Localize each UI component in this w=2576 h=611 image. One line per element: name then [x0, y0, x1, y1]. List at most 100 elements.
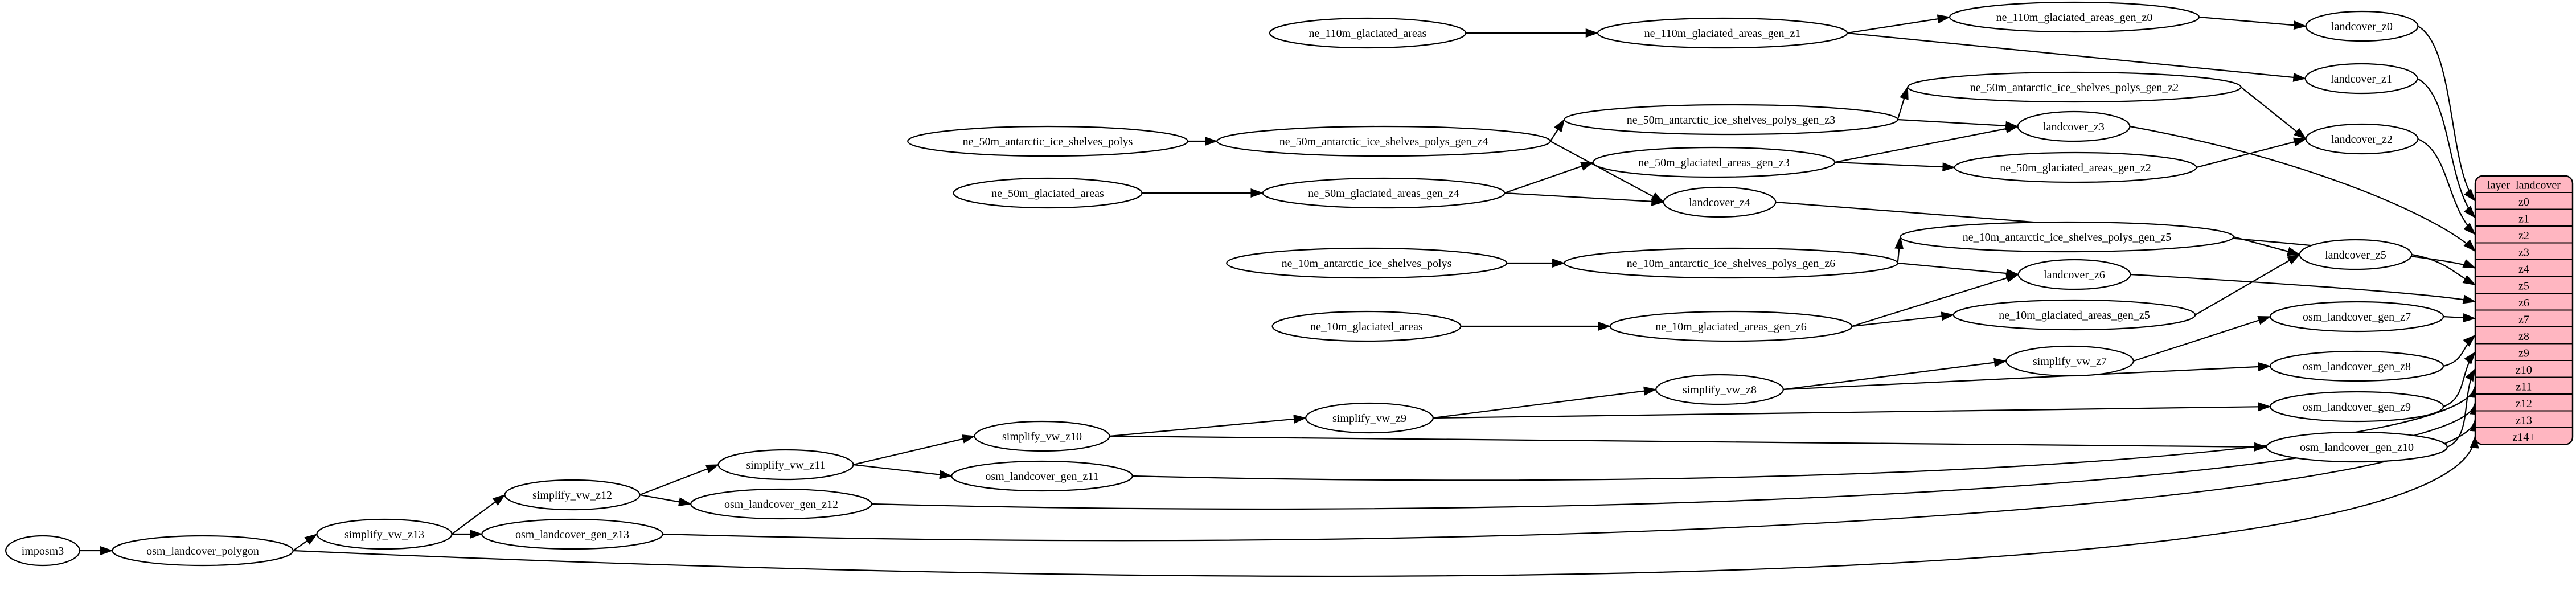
edge-simplify_vw_z8-to-osm_landcover_gen_z8 [1783, 362, 2271, 391]
node-shape-simplify_vw_z12 [504, 479, 641, 511]
node-osm_landcover_gen_z13: osm_landcover_gen_z13 [481, 518, 663, 550]
edge-ne_10m_glaciated_areas_gen_z5-to-landcover_z5 [2194, 254, 2300, 315]
layer-landcover-table: layer_landcoverz0z1z2z3z4z5z6z7z8z9z10z1… [2474, 175, 2574, 445]
edge-simplify_vw_z11-to-osm_landcover_gen_z11 [853, 464, 953, 479]
node-ne_50m_antarctic_ice_shelves_polys: ne_50m_antarctic_ice_shelves_polys [907, 125, 1188, 157]
edge-simplify_vw_z10-to-simplify_vw_z9 [1109, 414, 1307, 437]
edge-ne_50m_glaciated_areas_gen_z3-to-ne_50m_glaciated_areas_gen_z2 [1835, 161, 1956, 172]
edge-simplify_vw_z10-to-osm_landcover_gen_z10 [1109, 435, 2267, 452]
node-label-simplify_vw_z11: simplify_vw_z11 [746, 459, 825, 471]
edge-landcover_z3-to-layer-row-z3 [2130, 125, 2476, 252]
node-label-osm_landcover_gen_z13: osm_landcover_gen_z13 [515, 528, 629, 541]
node-shape-ne_50m_glaciated_areas_gen_z3 [1592, 146, 1836, 178]
node-shape-ne_110m_glaciated_areas [1269, 17, 1467, 49]
node-shape-ne_10m_glaciated_areas_gen_z6 [1609, 310, 1853, 342]
node-simplify_vw_z8: simplify_vw_z8 [1655, 374, 1784, 405]
node-shape-landcover_z3 [2017, 110, 2131, 142]
node-label-osm_landcover_gen_z9: osm_landcover_gen_z9 [2303, 401, 2411, 413]
node-simplify_vw_z10: simplify_vw_z10 [974, 420, 1110, 452]
node-simplify_vw_z13: simplify_vw_z13 [316, 518, 453, 550]
node-label-landcover_z2: landcover_z2 [2331, 133, 2393, 146]
node-shape-ne_10m_glaciated_areas [1271, 310, 1462, 342]
edge-ne_50m_glaciated_areas_gen_z3-to-landcover_z3 [1835, 124, 2019, 163]
node-shape-osm_landcover_gen_z12 [690, 488, 872, 520]
edge-ne_50m_glaciated_areas_gen_z4-to-ne_50m_glaciated_areas_gen_z3 [1504, 161, 1594, 194]
node-simplify_vw_z12: simplify_vw_z12 [504, 479, 641, 511]
node-label-ne_10m_glaciated_areas: ne_10m_glaciated_areas [1310, 321, 1423, 333]
node-label-ne_10m_glaciated_areas_gen_z6: ne_10m_glaciated_areas_gen_z6 [1655, 321, 1806, 333]
node-label-ne_10m_antarctic_ice_shelves_polys_gen_z6: ne_10m_antarctic_ice_shelves_polys_gen_z… [1627, 257, 1836, 270]
node-label-landcover_z0: landcover_z0 [2331, 20, 2393, 33]
node-label-simplify_vw_z12: simplify_vw_z12 [532, 489, 612, 502]
node-label-simplify_vw_z13: simplify_vw_z13 [344, 528, 424, 541]
node-shape-simplify_vw_z13 [316, 518, 453, 550]
node-shape-ne_50m_glaciated_areas_gen_z4 [1262, 177, 1506, 209]
edge-osm_landcover_gen_z10-to-layer-row-z10 [2447, 368, 2476, 448]
node-ne_110m_glaciated_areas_gen_z1: ne_110m_glaciated_areas_gen_z1 [1597, 17, 1848, 49]
node-shape-osm_landcover_gen_z9 [2269, 391, 2444, 423]
node-label-landcover_z1: landcover_z1 [2331, 73, 2392, 85]
node-label-simplify_vw_z8: simplify_vw_z8 [1683, 384, 1757, 396]
node-shape-landcover_z0 [2305, 10, 2419, 42]
table-row-z6: z6 [2518, 297, 2529, 309]
table-row-z10: z10 [2516, 364, 2532, 376]
node-shape-ne_50m_antarctic_ice_shelves_polys_gen_z2 [1907, 71, 2242, 103]
node-ne_50m_glaciated_areas_gen_z3: ne_50m_glaciated_areas_gen_z3 [1592, 146, 1836, 178]
table-row-z9: z9 [2518, 347, 2529, 359]
node-ne_50m_antarctic_ice_shelves_polys_gen_z3: ne_50m_antarctic_ice_shelves_polys_gen_z… [1564, 104, 1898, 136]
node-label-simplify_vw_z7: simplify_vw_z7 [2033, 355, 2107, 368]
node-shape-ne_10m_antarctic_ice_shelves_polys [1226, 247, 1507, 279]
edge-osm_landcover_gen_z12-to-layer-row-z12 [871, 401, 2479, 510]
node-shape-ne_110m_glaciated_areas_gen_z0 [1949, 1, 2200, 33]
edge-ne_10m_antarctic_ice_shelves_polys_gen_z6-to-landcover_z6 [1897, 262, 2020, 278]
node-ne_110m_glaciated_areas_gen_z0: ne_110m_glaciated_areas_gen_z0 [1949, 1, 2200, 33]
node-label-osm_landcover_gen_z8: osm_landcover_gen_z8 [2303, 360, 2411, 373]
node-landcover_z5: landcover_z5 [2299, 239, 2413, 270]
node-shape-ne_10m_glaciated_areas_gen_z5 [1952, 299, 2196, 331]
node-shape-ne_10m_antarctic_ice_shelves_polys_gen_z5 [1900, 221, 2234, 253]
node-imposm3: imposm3 [5, 535, 81, 567]
node-osm_landcover_polygon: osm_landcover_polygon [112, 535, 294, 567]
node-ne_110m_glaciated_areas: ne_110m_glaciated_areas [1269, 17, 1467, 49]
node-label-simplify_vw_z10: simplify_vw_z10 [1002, 430, 1082, 443]
node-shape-ne_50m_glaciated_areas [953, 177, 1143, 209]
edge-simplify_vw_z11-to-simplify_vw_z10 [853, 434, 976, 466]
edge-landcover_z5-to-layer-row-z5 [2411, 253, 2476, 286]
edge-osm_landcover_gen_z8-to-layer-row-z8 [2443, 334, 2476, 367]
node-label-ne_10m_glaciated_areas_gen_z5: ne_10m_glaciated_areas_gen_z5 [1999, 309, 2150, 322]
node-shape-simplify_vw_z11 [717, 449, 854, 481]
node-ne_10m_antarctic_ice_shelves_polys_gen_z5: ne_10m_antarctic_ice_shelves_polys_gen_z… [1900, 221, 2234, 253]
table-row-z1: z1 [2518, 212, 2529, 225]
table-row-z4: z4 [2518, 263, 2529, 276]
node-ne_10m_glaciated_areas: ne_10m_glaciated_areas [1271, 310, 1462, 342]
node-label-landcover_z6: landcover_z6 [2044, 269, 2105, 281]
table-row-z11: z11 [2516, 380, 2532, 393]
node-shape-osm_landcover_gen_z10 [2266, 431, 2448, 463]
node-ne_10m_antarctic_ice_shelves_polys: ne_10m_antarctic_ice_shelves_polys [1226, 247, 1507, 279]
node-label-ne_10m_antarctic_ice_shelves_polys_gen_z5: ne_10m_antarctic_ice_shelves_polys_gen_z… [1963, 231, 2172, 244]
node-shape-osm_landcover_polygon [112, 535, 294, 567]
edge-simplify_vw_z9-to-osm_landcover_gen_z9 [1433, 402, 2271, 419]
node-ne_50m_antarctic_ice_shelves_polys_gen_z2: ne_50m_antarctic_ice_shelves_polys_gen_z… [1907, 71, 2242, 103]
edge-osm_landcover_gen_z7-to-layer-row-z7 [2443, 313, 2476, 323]
table-row-z14+: z14+ [2512, 431, 2535, 444]
edge-simplify_vw_z8-to-simplify_vw_z7 [1783, 358, 2007, 391]
edge-landcover_z0-to-layer-row-z0 [2417, 26, 2476, 202]
edge-ne_50m_antarctic_ice_shelves_polys_gen_z4-to-landcover_z4 [1550, 141, 1665, 203]
edge-ne_50m_glaciated_areas_gen_z4-to-landcover_z4 [1504, 192, 1665, 206]
node-ne_50m_glaciated_areas_gen_z4: ne_50m_glaciated_areas_gen_z4 [1262, 177, 1506, 209]
table-row-z3: z3 [2518, 246, 2529, 259]
node-shape-osm_landcover_gen_z8 [2269, 350, 2444, 382]
node-label-ne_50m_antarctic_ice_shelves_polys_gen_z3: ne_50m_antarctic_ice_shelves_polys_gen_z… [1627, 114, 1836, 126]
node-simplify_vw_z9: simplify_vw_z9 [1305, 402, 1434, 434]
node-osm_landcover_gen_z12: osm_landcover_gen_z12 [690, 488, 872, 520]
table-row-z5: z5 [2518, 280, 2529, 292]
node-shape-landcover_z6 [2017, 259, 2131, 290]
node-shape-simplify_vw_z7 [2005, 345, 2134, 377]
edge-osm_landcover_gen_z11-to-layer-row-z11 [1132, 384, 2479, 481]
node-shape-osm_landcover_gen_z7 [2269, 301, 2444, 333]
node-shape-simplify_vw_z10 [974, 420, 1110, 452]
edge-ne_10m_antarctic_ice_shelves_polys_gen_z5-to-landcover_z5 [2233, 236, 2301, 256]
edge-landcover_z1-to-layer-row-z1 [2417, 78, 2476, 219]
